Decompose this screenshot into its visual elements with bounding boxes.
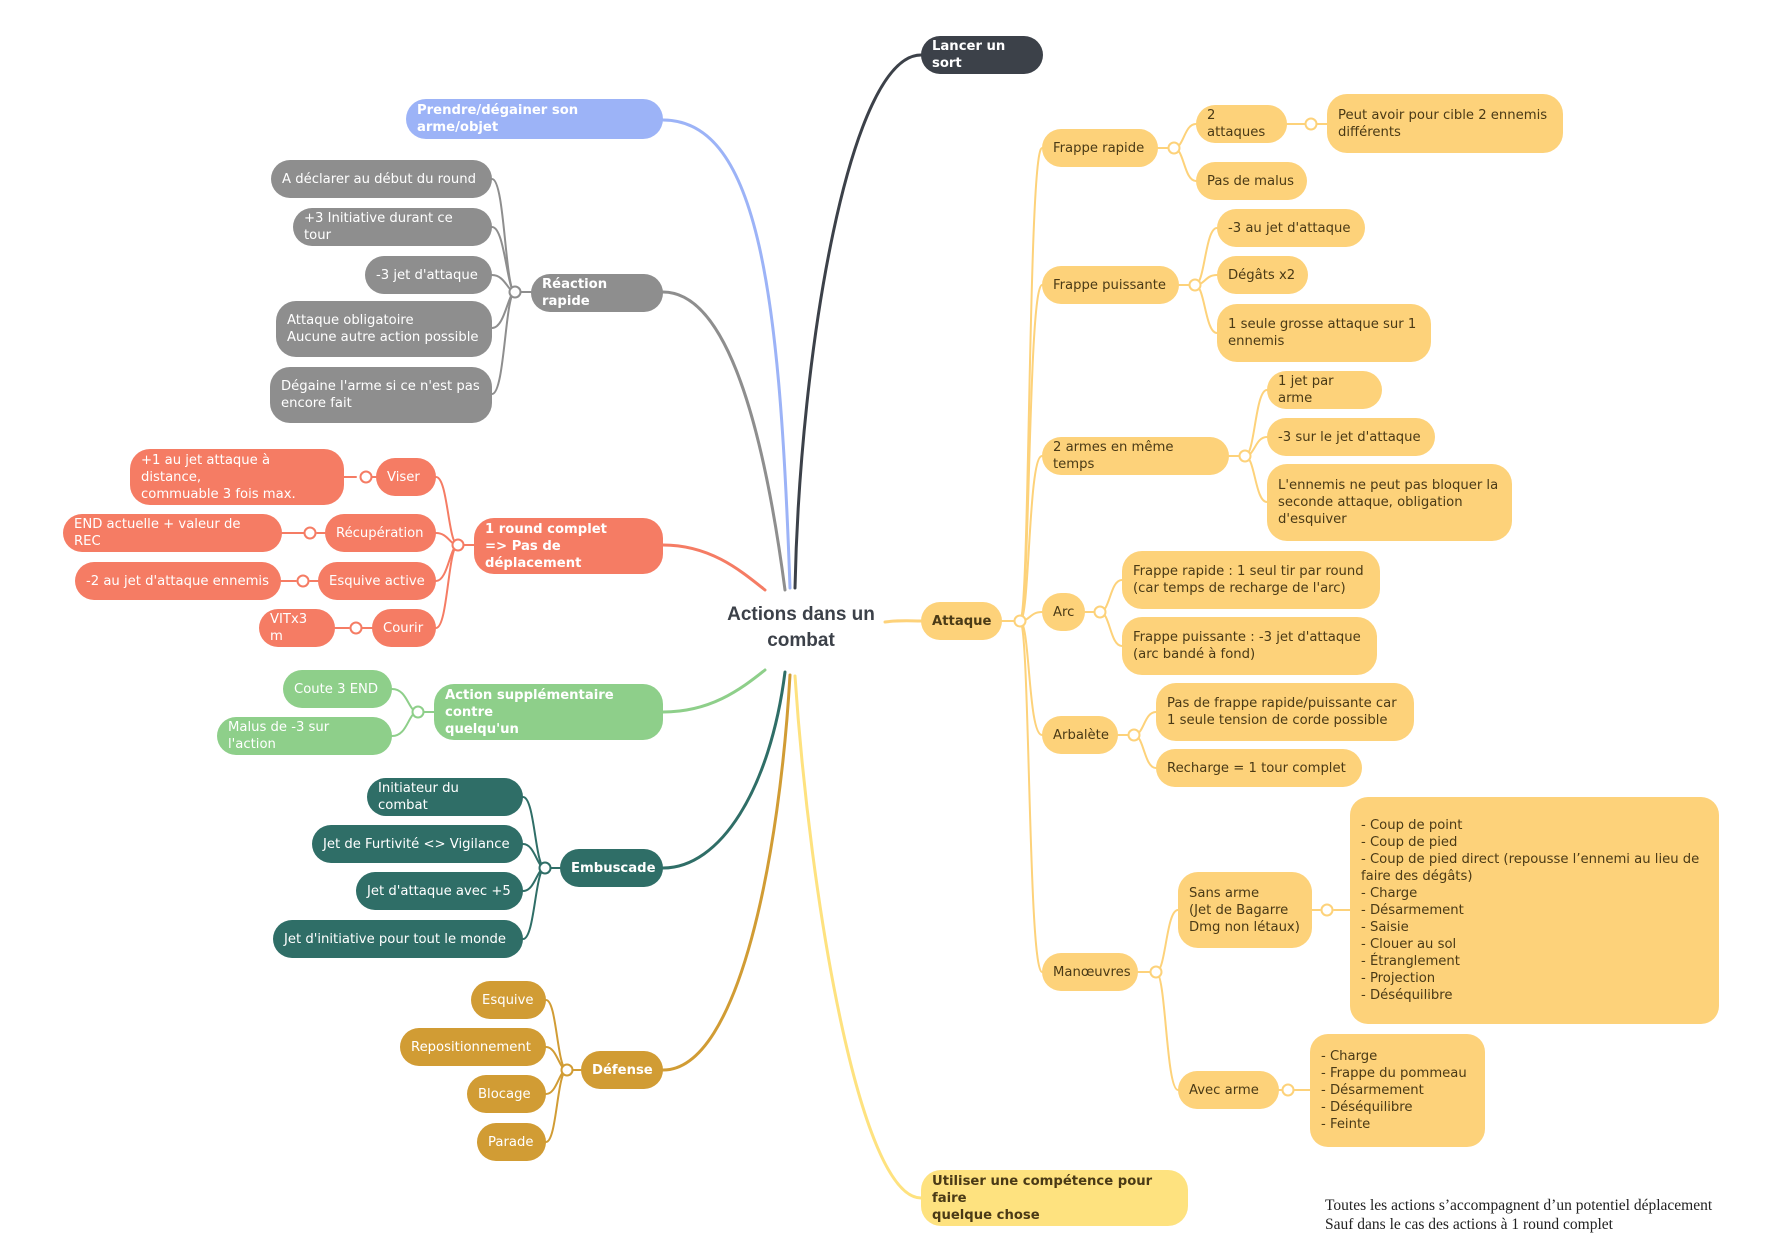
defense-item[interactable]: Parade xyxy=(477,1123,546,1161)
round-item-label[interactable]: Viser xyxy=(376,458,436,496)
round-item-label[interactable]: Récupération xyxy=(325,514,436,552)
arc-item[interactable]: Frappe rapide : 1 seul tir par round (ca… xyxy=(1122,551,1380,609)
round-item-detail[interactable]: VITx3 m xyxy=(259,609,335,647)
embuscade-item[interactable]: Jet d'attaque avec +5 xyxy=(356,872,523,910)
reaction-item[interactable]: Attaque obligatoire Aucune autre action … xyxy=(276,301,492,357)
round-item-detail[interactable]: +1 au jet attaque à distance, commuable … xyxy=(130,449,344,505)
branch-defense[interactable]: Défense xyxy=(581,1051,663,1089)
branch-lancer-un-sort[interactable]: Lancer un sort xyxy=(921,36,1043,74)
attaque-frappe-rapide[interactable]: Frappe rapide xyxy=(1042,129,1158,167)
attaque-manoeuvres[interactable]: Manœuvres xyxy=(1042,953,1138,991)
deux-armes-item[interactable]: -3 sur le jet d'attaque xyxy=(1267,418,1435,456)
branch-utiliser-competence[interactable]: Utiliser une compétence pour faire quelq… xyxy=(921,1170,1188,1226)
reaction-item[interactable]: Dégaine l'arme si ce n'est pas encore fa… xyxy=(270,367,492,423)
arc-item[interactable]: Frappe puissante : -3 jet d'attaque (arc… xyxy=(1122,617,1377,675)
round-item-label[interactable]: Courir xyxy=(372,609,436,647)
embuscade-item[interactable]: Jet de Furtivité <> Vigilance xyxy=(312,825,523,863)
attaque-2-armes[interactable]: 2 armes en même temps xyxy=(1042,437,1229,475)
deux-armes-item[interactable]: L'ennemis ne peut pas bloquer la seconde… xyxy=(1267,464,1512,541)
arbalete-item[interactable]: Pas de frappe rapide/puissante car 1 seu… xyxy=(1156,683,1414,741)
defense-item[interactable]: Esquive xyxy=(471,981,546,1019)
frappe-puissante-item[interactable]: Dégâts x2 xyxy=(1217,256,1308,294)
branch-round-complet[interactable]: 1 round complet => Pas de déplacement xyxy=(474,518,663,574)
footnote: Toutes les actions s’accompagnent d’un p… xyxy=(1325,1197,1713,1233)
manoeuvres-avec-arme-list[interactable]: - Charge - Frappe du pommeau - Désarmeme… xyxy=(1310,1034,1485,1147)
embuscade-item[interactable]: Jet d'initiative pour tout le monde xyxy=(273,920,523,958)
branch-embuscade[interactable]: Embuscade xyxy=(560,849,663,887)
round-item-detail[interactable]: -2 au jet d'attaque ennemis xyxy=(75,562,281,600)
branch-attaque[interactable]: Attaque xyxy=(921,602,1002,640)
attaque-frappe-puissante[interactable]: Frappe puissante xyxy=(1042,266,1179,304)
central-topic[interactable]: Actions dans un combat xyxy=(727,604,875,651)
reaction-item[interactable]: +3 Initiative durant ce tour xyxy=(293,208,492,246)
supp-item[interactable]: Malus de -3 sur l'action xyxy=(217,717,392,755)
round-item-label[interactable]: Esquive active xyxy=(318,562,436,600)
frappe-rapide-2-attaques[interactable]: 2 attaques xyxy=(1196,105,1287,143)
branch-action-supplementaire[interactable]: Action supplémentaire contre quelqu'un xyxy=(434,684,663,740)
defense-item[interactable]: Blocage xyxy=(467,1075,546,1113)
frappe-puissante-item[interactable]: 1 seule grosse attaque sur 1 ennemis xyxy=(1217,304,1431,362)
arbalete-item[interactable]: Recharge = 1 tour complet xyxy=(1156,749,1362,787)
frappe-puissante-item[interactable]: -3 au jet d'attaque xyxy=(1217,209,1365,247)
round-item-detail[interactable]: END actuelle + valeur de REC xyxy=(63,514,282,552)
reaction-item[interactable]: A déclarer au début du round xyxy=(271,160,492,198)
branch-reaction-rapide[interactable]: Réaction rapide xyxy=(531,274,663,312)
embuscade-item[interactable]: Initiateur du combat xyxy=(367,778,523,816)
attaque-arbalete[interactable]: Arbalète xyxy=(1042,716,1118,754)
defense-item[interactable]: Repositionnement xyxy=(400,1028,546,1066)
deux-armes-item[interactable]: 1 jet par arme xyxy=(1267,371,1382,409)
attaque-arc[interactable]: Arc xyxy=(1042,593,1085,631)
manoeuvres-sans-arme[interactable]: Sans arme (Jet de Bagarre Dmg non létaux… xyxy=(1178,872,1312,948)
frappe-rapide-malus[interactable]: Pas de malus xyxy=(1196,162,1307,200)
manoeuvres-sans-arme-list[interactable]: - Coup de point - Coup de pied - Coup de… xyxy=(1350,797,1719,1024)
manoeuvres-avec-arme[interactable]: Avec arme xyxy=(1178,1071,1279,1109)
frappe-rapide-cible[interactable]: Peut avoir pour cible 2 ennemis différen… xyxy=(1327,94,1563,153)
branch-prendre-degainer[interactable]: Prendre/dégainer son arme/objet xyxy=(406,99,663,139)
reaction-item[interactable]: -3 jet d'attaque xyxy=(365,256,492,294)
supp-item[interactable]: Coute 3 END xyxy=(283,670,392,708)
